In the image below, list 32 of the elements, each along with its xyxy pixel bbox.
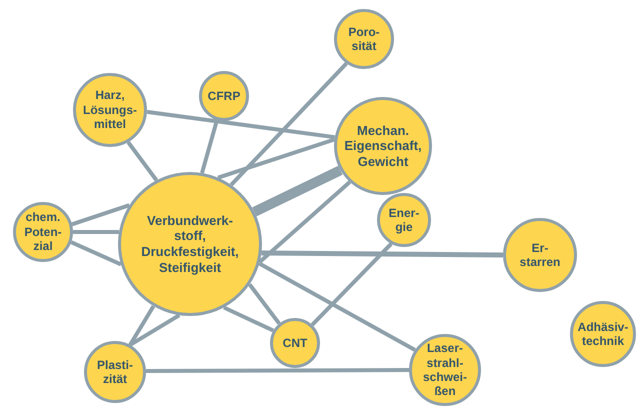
connector-line: [146, 368, 409, 373]
connector-line: [230, 62, 348, 186]
connector-line: [71, 203, 130, 226]
connector-line: [146, 110, 336, 140]
topic-label: CNT: [282, 336, 308, 350]
connector-line: [73, 230, 119, 234]
connector-line: [217, 138, 336, 180]
connector-line: [129, 313, 180, 347]
connector-line: [310, 242, 393, 326]
connector-line: [258, 262, 416, 352]
topic-circle: [270, 318, 320, 368]
connector-line: [258, 180, 352, 264]
topic-label: Er- starren: [520, 240, 560, 270]
topic-circle: [199, 71, 249, 121]
connector-line: [128, 305, 156, 346]
topic-label: Poro- sität: [348, 24, 380, 54]
topic-label: Mechan. Eigenschaft, Gewicht: [344, 122, 422, 170]
topic-label: CFRP: [208, 88, 240, 104]
connector-line: [223, 306, 274, 332]
topic-label: Harz, Lösungs- mittel: [83, 88, 137, 132]
connector-line: [70, 240, 122, 266]
topic-label: Plasti- zität: [96, 358, 133, 386]
topic-circle: [377, 193, 431, 247]
topic-label: Adhäsiv- technik: [578, 320, 628, 348]
connector-line: [126, 141, 158, 182]
connector-line: [261, 250, 504, 258]
topic-label: Ener- gie: [388, 206, 420, 234]
topic-label: Verbundwerk- stoff, Druckfestigkeit, Steifigkeit: [141, 212, 239, 276]
topic-label: Laser- strahl- schwei- ßen: [422, 341, 467, 399]
connector-line: [248, 283, 281, 325]
connector-line: [252, 166, 343, 216]
topic-label: chem. Poten- zial: [24, 210, 62, 254]
